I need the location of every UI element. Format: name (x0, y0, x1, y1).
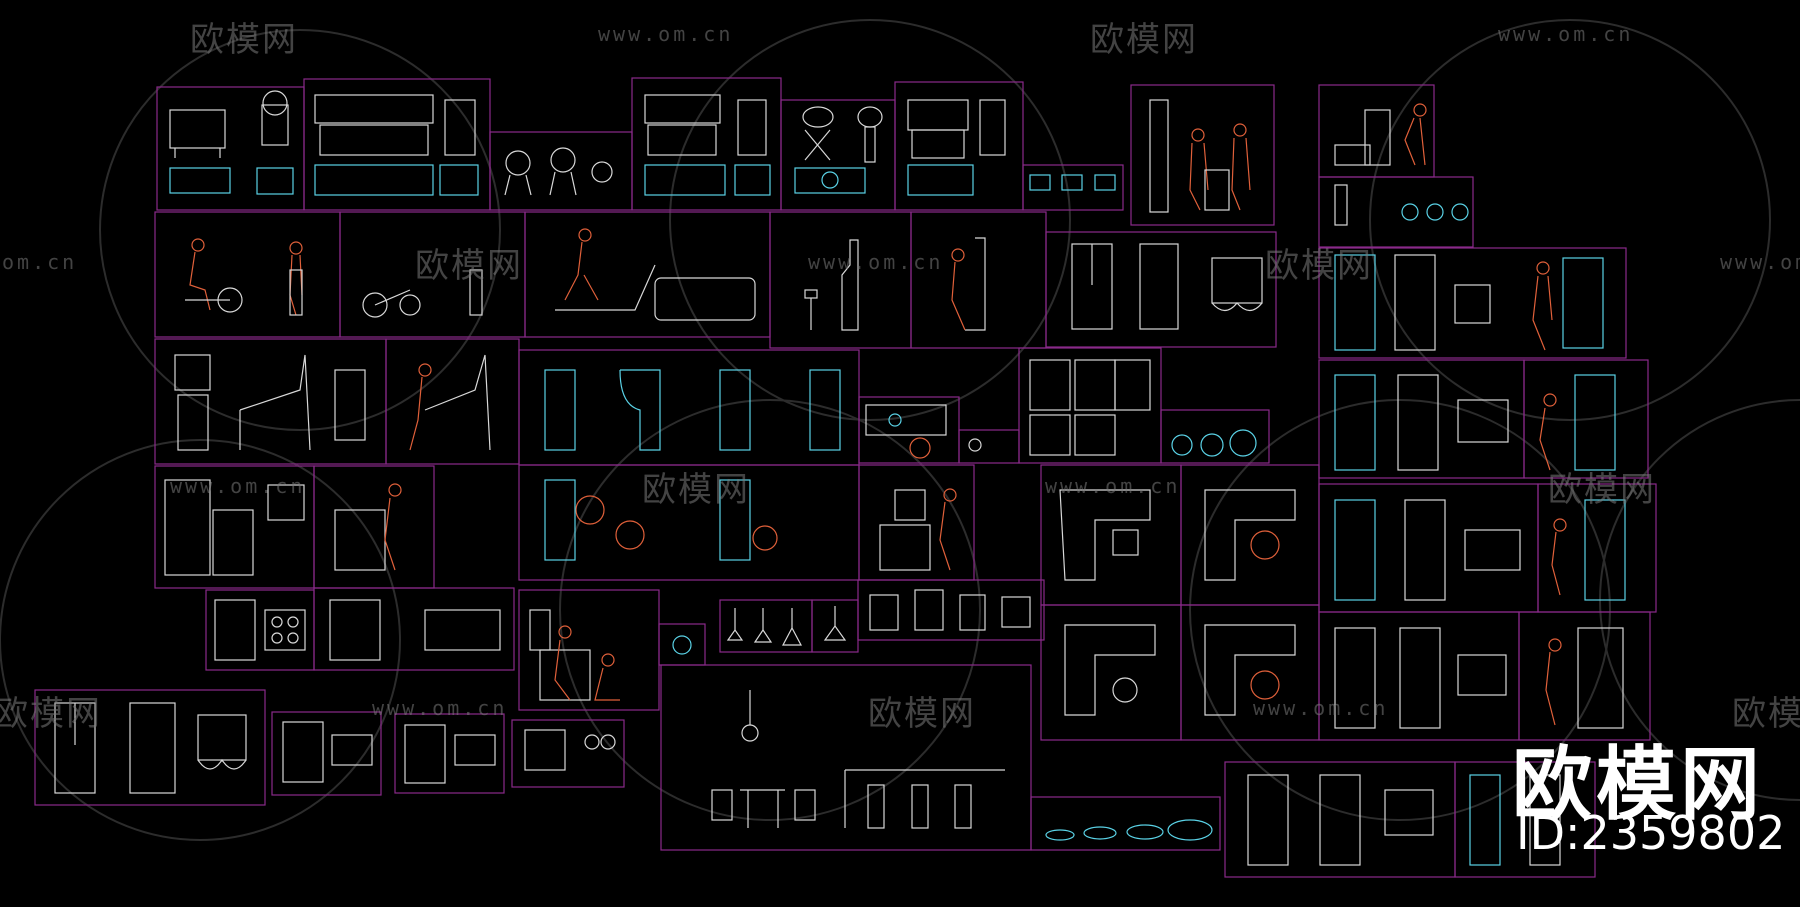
block-dining-and-bar (660, 664, 1032, 851)
block-portable-grill (780, 99, 896, 211)
watermark-brand: 欧模网 (1732, 694, 1800, 734)
watermark-brand: 欧模网 (1090, 20, 1198, 60)
block-office-desks-plan-2 (1040, 604, 1320, 741)
block-vending-machines-mid (1318, 359, 1649, 479)
block-refrigerators-bottom (34, 689, 266, 806)
block-bbq-grills-set-3 (631, 77, 782, 211)
block-bbq-grills-set-2 (303, 78, 491, 211)
block-bbq-grills-set-1 (156, 86, 305, 211)
watermark-url: www.om.cn (598, 22, 734, 46)
watermark-url: om.cn (2, 250, 78, 274)
block-kettle-grills (489, 131, 633, 211)
block-cashier-counter (858, 464, 975, 581)
block-refrigerators-right (1224, 761, 1596, 878)
block-ranges (271, 711, 625, 796)
block-pendant-lamps-large (1030, 796, 1221, 851)
block-vending-machines-low (1318, 611, 1651, 741)
brand-logo-text: 欧模网 (1512, 738, 1764, 831)
block-arcade-cabinets (769, 211, 1047, 349)
watermark-brand: 欧模网 (190, 20, 298, 60)
watermark-brand: 欧模网 (1548, 470, 1656, 510)
block-doors-plan (518, 349, 860, 466)
watermark-url: www.om.cn (808, 250, 944, 274)
watermark-brand: 欧模网 (0, 694, 102, 734)
block-copiers (154, 465, 435, 589)
block-refrigerators-top (1045, 231, 1277, 348)
block-washers (1018, 347, 1270, 464)
block-vending-machines-bottom (1318, 483, 1657, 613)
block-bartender-figures (1130, 84, 1275, 226)
watermark-url: www.om.cn (1720, 250, 1800, 274)
watermark-url: www.om.cn (372, 696, 508, 720)
watermark-brand: 欧模网 (415, 246, 523, 286)
block-pinball-machines (154, 338, 520, 465)
block-stove-figures (518, 589, 706, 711)
block-kitchen-sink-figure (1318, 84, 1474, 248)
watermark-url: www.om.cn (170, 474, 306, 498)
watermark-brand: 欧模网 (1265, 246, 1373, 286)
watermark-url: www.om.cn (1045, 474, 1181, 498)
watermark-url: www.om.cn (1498, 22, 1634, 46)
block-ovens-cooktops (205, 587, 515, 671)
block-small-appliances (857, 579, 1045, 641)
block-table-plan-figure (858, 396, 1020, 464)
block-gas-grill-with-figures (894, 81, 1124, 211)
model-id-label: ID:2359802 (1516, 806, 1786, 860)
watermark-brand: 欧模网 (642, 470, 750, 510)
watermark-brand: 欧模网 (868, 694, 976, 734)
block-vending-machines-top (1318, 247, 1627, 359)
block-pendant-lights (719, 599, 859, 653)
block-treadmill (524, 211, 771, 338)
watermark-url: www.om.cn (1253, 696, 1389, 720)
